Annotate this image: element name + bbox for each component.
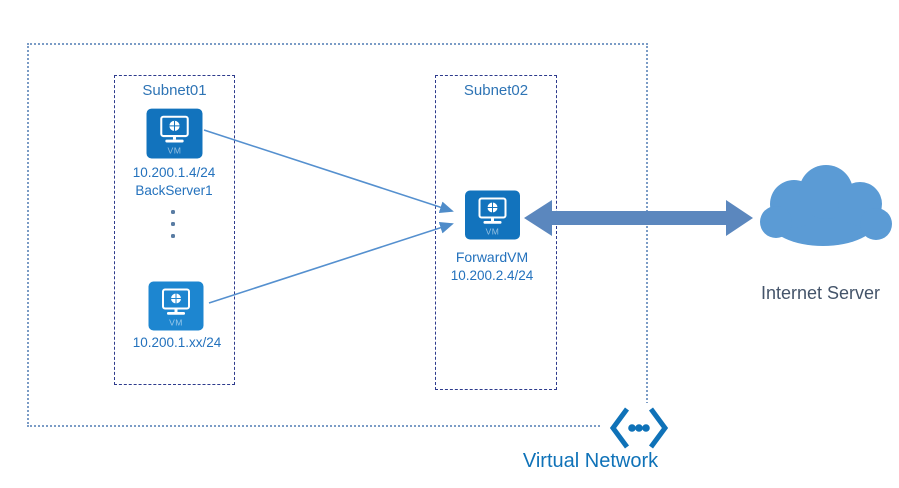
- vm-icon: VM: [148, 281, 204, 331]
- ellipsis-icon: [171, 210, 175, 214]
- ellipsis-icon: [171, 222, 175, 226]
- monitor-base: [483, 221, 502, 224]
- vm-icon: VM: [465, 190, 520, 240]
- subnet01-title: Subnet01: [142, 82, 207, 99]
- poolvm-ip-label: 10.200.1.xx/24: [132, 335, 222, 350]
- monitor-base: [165, 139, 184, 143]
- monitor-stand: [172, 136, 177, 140]
- subnet02-title: Subnet02: [463, 82, 529, 99]
- internet-server-label: Internet Server: [760, 283, 881, 303]
- cloud-icon: [760, 165, 892, 246]
- monitor-stand: [491, 217, 494, 221]
- virtual-network-icon: [609, 407, 669, 449]
- forwardvm-ip-label: 10.200.2.4/24: [450, 268, 534, 283]
- virtual-network-label: Virtual Network: [522, 450, 659, 472]
- vm-icon: VM: [146, 108, 203, 159]
- monitor-base: [167, 312, 185, 315]
- sphere-glyph-lines: [169, 120, 180, 131]
- sphere-glyph-lines: [487, 202, 498, 213]
- vnet-dots-icon: [628, 424, 650, 432]
- vm-badge-label: VM: [169, 318, 183, 328]
- vm-badge-label: VM: [168, 145, 182, 155]
- sphere-glyph-lines: [171, 293, 181, 304]
- chevron-right-icon: [648, 407, 669, 449]
- vm-badge-label: VM: [486, 227, 500, 237]
- forwardvm-name-label: ForwardVM: [455, 249, 529, 265]
- backserver-name-label: BackServer1: [135, 183, 213, 198]
- chevron-left-icon: [609, 407, 630, 449]
- backserver-ip-label: 10.200.1.4/24: [132, 165, 216, 180]
- ellipsis-icon: [171, 234, 175, 238]
- monitor-stand: [174, 308, 178, 312]
